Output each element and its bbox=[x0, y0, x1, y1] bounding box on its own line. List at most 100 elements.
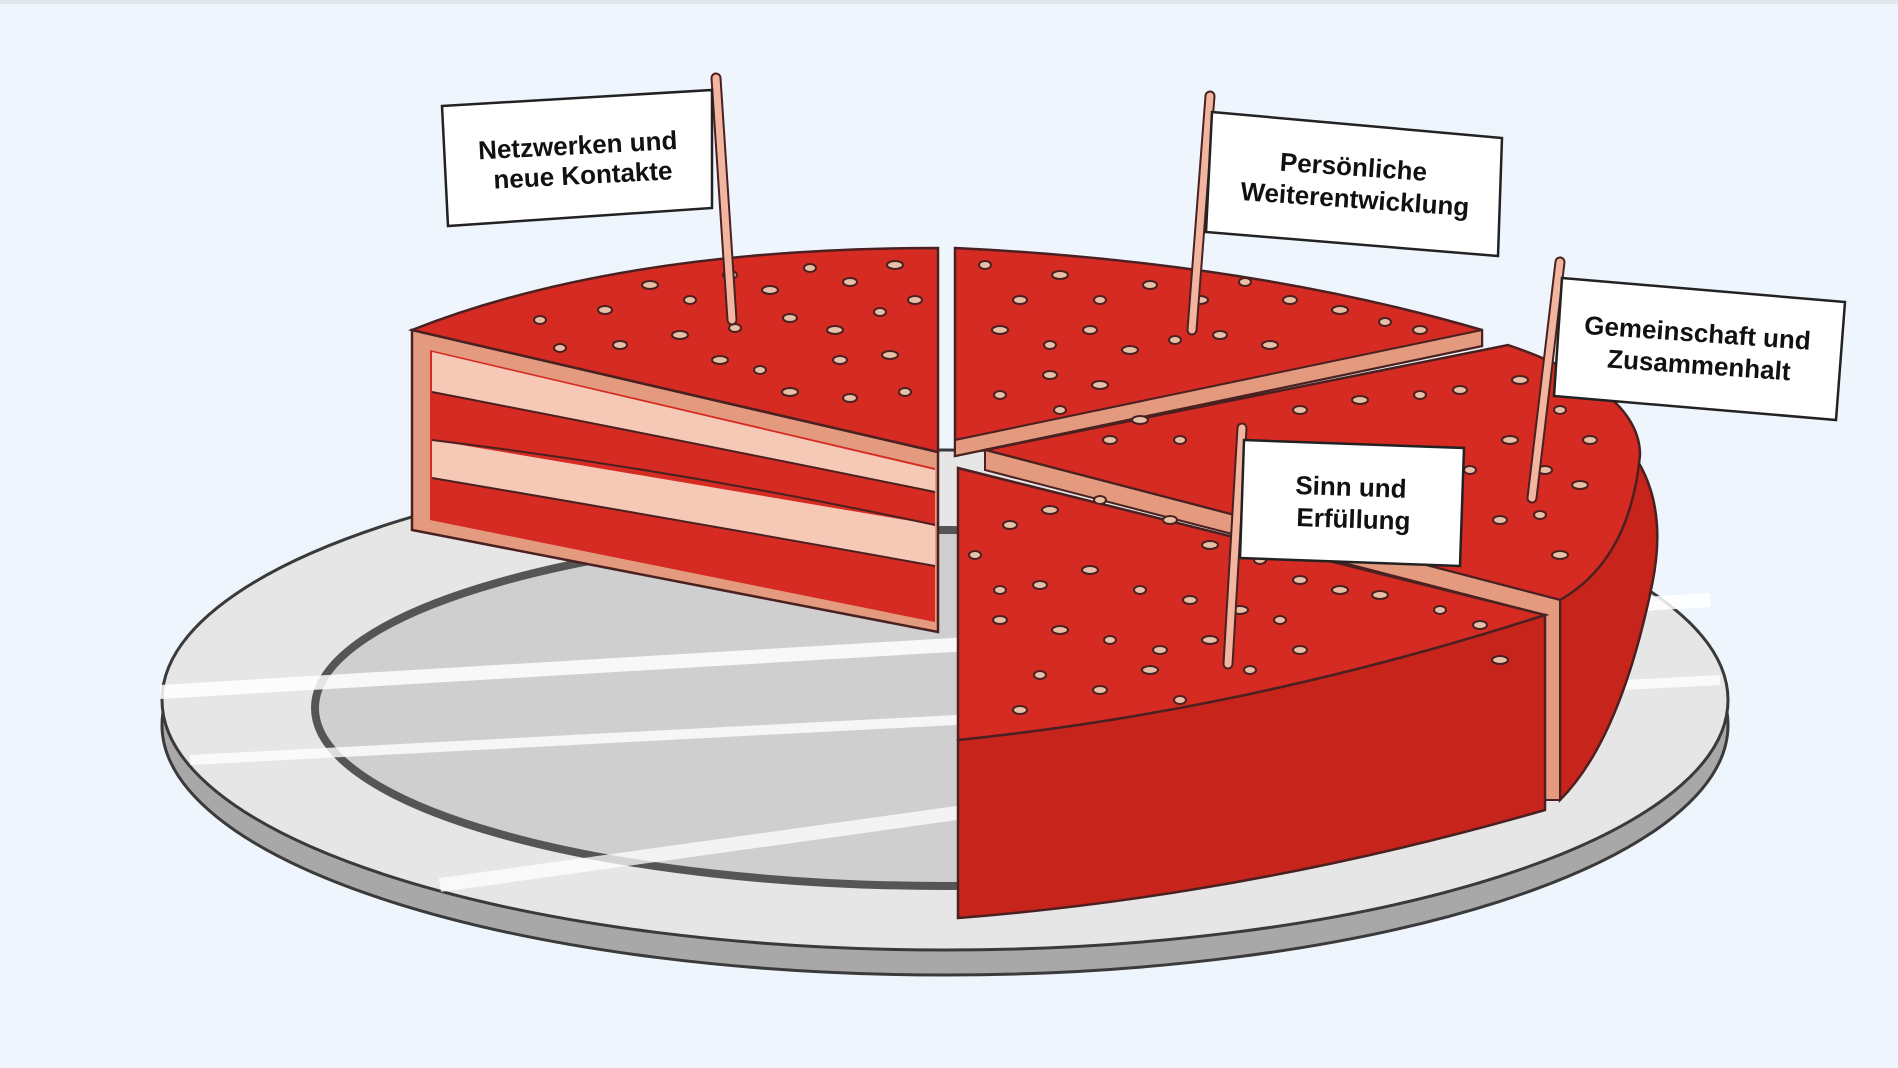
sprinkle bbox=[832, 355, 848, 365]
sprinkle bbox=[1182, 595, 1198, 605]
sprinkle bbox=[1491, 655, 1509, 665]
sprinkle bbox=[1331, 305, 1349, 315]
sprinkle bbox=[1292, 645, 1308, 655]
sprinkle bbox=[1492, 515, 1508, 525]
sprinkle bbox=[1102, 435, 1118, 445]
sprinkle bbox=[533, 315, 547, 325]
sprinkle bbox=[1173, 695, 1187, 705]
sprinkle bbox=[1162, 515, 1178, 525]
flag-purpose-line1: Sinn und bbox=[1295, 470, 1407, 504]
sprinkle bbox=[1092, 685, 1108, 695]
sprinkle bbox=[671, 330, 689, 340]
flag-networking: Netzwerken und neue Kontakte bbox=[440, 72, 738, 326]
sprinkle bbox=[873, 307, 887, 317]
sprinkle bbox=[907, 295, 923, 305]
sprinkle bbox=[1412, 325, 1428, 335]
sprinkle bbox=[1351, 395, 1369, 405]
sprinkle bbox=[1571, 480, 1589, 490]
flag-community-paper bbox=[1552, 276, 1847, 422]
sprinkle bbox=[993, 390, 1007, 400]
flag-purpose-paper bbox=[1238, 438, 1466, 568]
sprinkle bbox=[1501, 435, 1519, 445]
sprinkle bbox=[553, 343, 567, 353]
sprinkles bbox=[533, 260, 1598, 715]
sprinkle bbox=[803, 263, 817, 273]
sprinkle bbox=[1042, 370, 1058, 380]
sprinkle bbox=[1413, 390, 1427, 400]
sprinkle bbox=[1103, 635, 1117, 645]
sprinkle bbox=[1133, 585, 1147, 595]
sprinkle bbox=[1273, 615, 1287, 625]
flag-growth: Persönliche Weiterentwicklung bbox=[1186, 90, 1504, 336]
sprinkle bbox=[1043, 340, 1057, 350]
sprinkle bbox=[711, 355, 729, 365]
sprinkle bbox=[1511, 375, 1529, 385]
sprinkle bbox=[1282, 295, 1298, 305]
sprinkle bbox=[753, 365, 767, 375]
sprinkle bbox=[1032, 580, 1048, 590]
sprinkle bbox=[968, 550, 982, 560]
slice-growth bbox=[953, 246, 1484, 458]
sprinkle bbox=[1292, 575, 1308, 585]
sprinkle bbox=[881, 350, 899, 360]
sprinkle bbox=[1168, 335, 1182, 345]
sprinkle bbox=[842, 393, 858, 403]
sprinkle bbox=[683, 295, 697, 305]
sprinkle bbox=[641, 280, 659, 290]
sprinkle bbox=[1173, 435, 1187, 445]
sprinkle bbox=[1292, 405, 1308, 415]
slice-networking bbox=[407, 246, 940, 634]
sprinkle bbox=[1238, 277, 1252, 287]
sprinkle bbox=[781, 387, 799, 397]
top-border bbox=[0, 0, 1898, 4]
sprinkle bbox=[1082, 325, 1098, 335]
sprinkle bbox=[1201, 540, 1219, 550]
sprinkle bbox=[1053, 405, 1067, 415]
sprinkle bbox=[1121, 345, 1139, 355]
sprinkle bbox=[1141, 665, 1159, 675]
sprinkle bbox=[1201, 635, 1219, 645]
sprinkle bbox=[1051, 270, 1069, 280]
flag-purpose: Sinn und Erfüllung bbox=[1222, 422, 1466, 670]
flag-networking-paper bbox=[440, 88, 714, 228]
sprinkle bbox=[1331, 585, 1349, 595]
sprinkle bbox=[1452, 385, 1468, 395]
sprinkle bbox=[886, 260, 904, 270]
sprinkle bbox=[1551, 550, 1569, 560]
sprinkle bbox=[1261, 340, 1279, 350]
sprinkle bbox=[612, 340, 628, 350]
sprinkle bbox=[761, 285, 779, 295]
sprinkle bbox=[1051, 625, 1069, 635]
svg-text:Sinn und Erfüllung: Sinn und Erfüllung bbox=[1294, 470, 1415, 536]
sprinkle bbox=[1012, 295, 1028, 305]
sprinkle bbox=[1131, 415, 1149, 425]
sprinkle bbox=[1142, 280, 1158, 290]
sprinkle bbox=[898, 387, 912, 397]
sprinkle bbox=[1582, 435, 1598, 445]
sprinkle bbox=[1533, 510, 1547, 520]
sprinkle bbox=[1371, 590, 1389, 600]
flag-community: Gemeinschaft und Zusammenhalt bbox=[1526, 256, 1847, 504]
sprinkle bbox=[597, 305, 613, 315]
sprinkle bbox=[1033, 670, 1047, 680]
sprinkle bbox=[992, 615, 1008, 625]
flag-growth-paper bbox=[1204, 110, 1504, 258]
sprinkle bbox=[1093, 495, 1107, 505]
sprinkle bbox=[1041, 505, 1059, 515]
sprinkle bbox=[1002, 520, 1018, 530]
svg-text:Netzwerken und neue Kont: Netzwerken und neue Kontakte bbox=[477, 125, 686, 196]
sprinkle bbox=[1472, 620, 1488, 630]
sprinkle bbox=[1378, 317, 1392, 327]
sprinkle bbox=[991, 325, 1009, 335]
sprinkle bbox=[1463, 465, 1477, 475]
sprinkle bbox=[1091, 380, 1109, 390]
sprinkle bbox=[782, 313, 798, 323]
sprinkle bbox=[993, 585, 1007, 595]
sprinkle bbox=[826, 325, 844, 335]
sprinkle bbox=[978, 260, 992, 270]
sprinkle bbox=[1081, 565, 1099, 575]
sprinkle bbox=[1553, 405, 1567, 415]
flag-purpose-line2: Erfüllung bbox=[1296, 502, 1411, 536]
sprinkle bbox=[1243, 665, 1257, 675]
